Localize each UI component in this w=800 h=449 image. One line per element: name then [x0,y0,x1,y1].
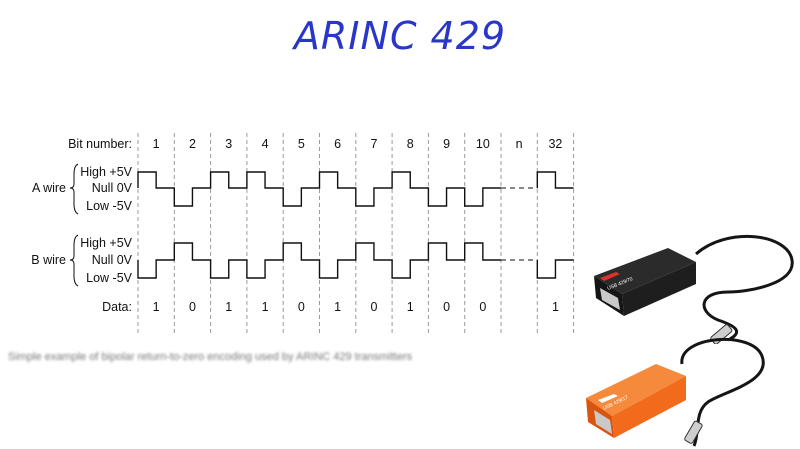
data-bit: 1 [334,300,341,314]
bit-number: 5 [298,137,305,151]
level-label: Null 0V [92,181,133,195]
bit-number: 10 [476,137,490,151]
bit-number: 8 [407,137,414,151]
data-bit: 0 [370,300,377,314]
level-label: Null 0V [92,253,133,267]
data-bit: 1 [552,300,559,314]
waveform-b [137,242,574,279]
bit-number: 7 [370,137,377,151]
data-bit: 1 [153,300,160,314]
data-bit: 0 [443,300,450,314]
level-label: Low -5V [86,199,133,213]
wire-name: B wire [31,253,66,267]
row-labels: Bit number: Data: High +5V Null 0V Low -5V A … [31,137,132,314]
data-bit: 0 [298,300,305,314]
data-row: 1 0 1 1 0 1 0 1 0 0 1 [153,300,559,314]
data-label: Data: [102,300,132,314]
brace [69,163,79,215]
level-label: Low -5V [86,271,133,285]
bit-number: 4 [262,137,269,151]
bit-number: 2 [189,137,196,151]
caption: Simple example of bipolar return-to-zero… [8,351,413,363]
wire-name: A wire [32,181,66,195]
brace [69,234,79,287]
black-usb-adapter-image: USB 429/70 [594,234,794,344]
orange-usb-adapter-image: USB 429/17 [586,337,765,447]
waveforms [137,171,574,279]
bit-number: 9 [443,137,450,151]
data-bit: 0 [479,300,486,314]
bit-number-row: 1 2 3 4 5 6 7 8 9 10 n 32 [153,137,563,151]
data-bit: 1 [225,300,232,314]
bit-number: 1 [153,137,160,151]
data-bit: 0 [189,300,196,314]
bit-number: 6 [334,137,341,151]
data-bit: 1 [407,300,414,314]
page-title: ARINC 429 [293,14,507,58]
bit-number-label: Bit number: [68,137,132,151]
bit-number: n [516,137,523,151]
bit-number: 3 [225,137,232,151]
data-bit: 1 [262,300,269,314]
level-label: High +5V [80,165,132,179]
waveform-a [137,171,574,207]
bit-cell-grid [137,133,575,334]
level-label: High +5V [80,236,132,250]
bit-number: 32 [548,137,562,151]
